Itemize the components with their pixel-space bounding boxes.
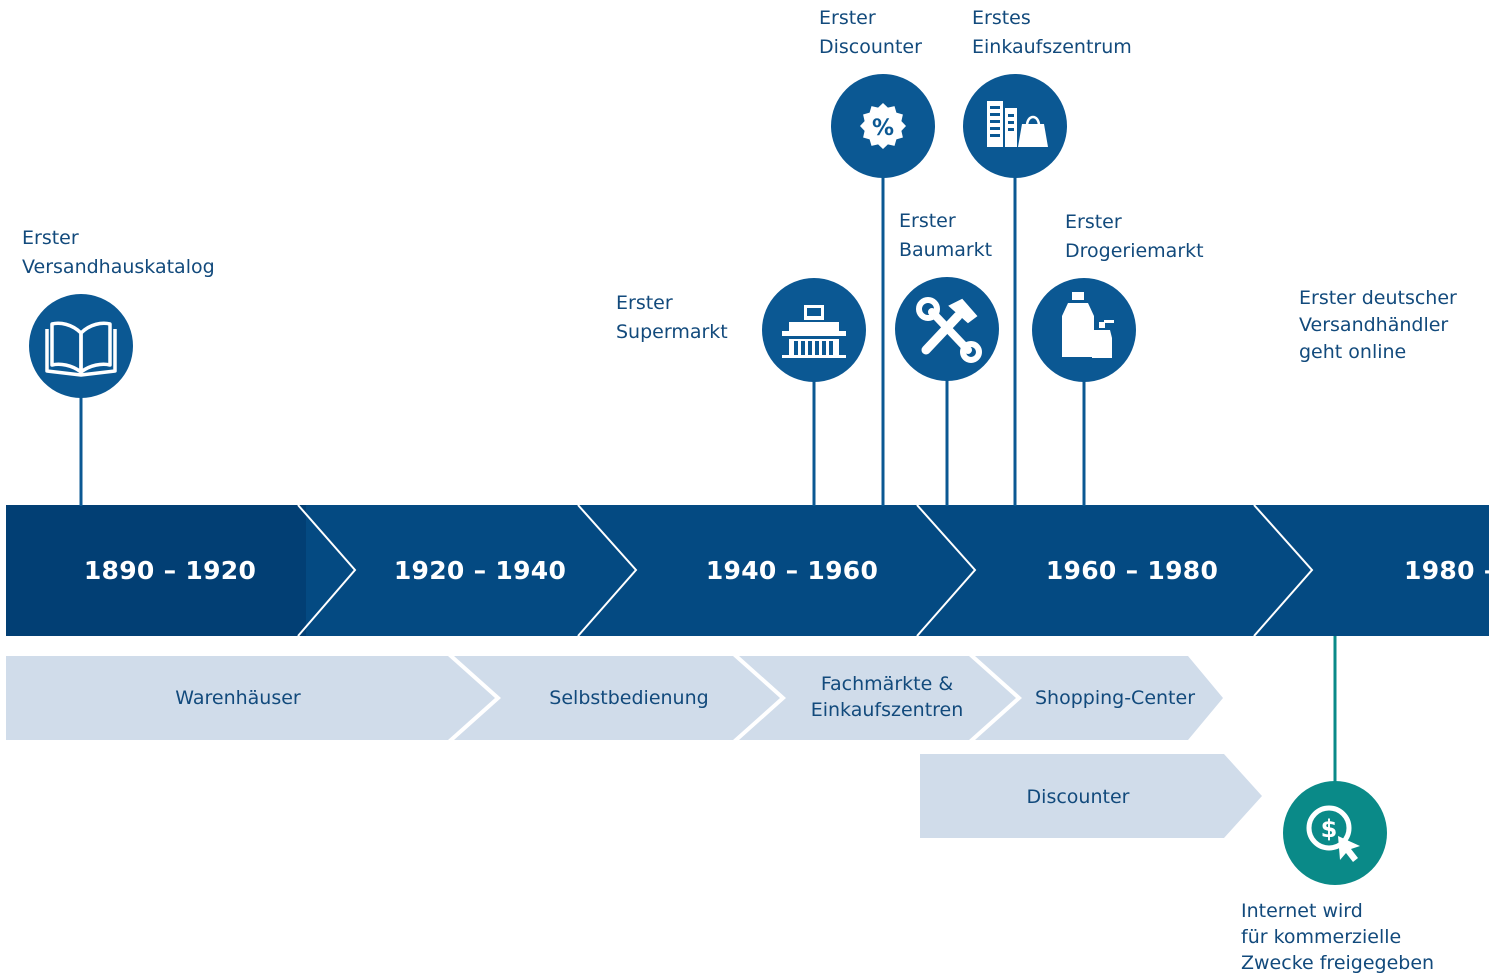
detergent-bottles-icon xyxy=(1062,292,1114,358)
book-icon xyxy=(45,321,117,377)
percent-badge-icon: % xyxy=(860,103,906,149)
phase-label: Fachmärkte &Einkaufszentren xyxy=(810,673,964,721)
era-label: 1920 – 1940 xyxy=(393,556,567,585)
phase-arrow-warenhaeuser xyxy=(6,656,495,740)
era-label: 1980 – xyxy=(1404,556,1489,585)
phase-label: Shopping-Center xyxy=(1034,687,1196,709)
wrench-hammer-icon xyxy=(916,297,982,363)
chevron-divider xyxy=(916,504,977,637)
era-label: 1960 – 1980 xyxy=(1045,556,1219,585)
chevron-divider xyxy=(1253,504,1314,637)
phase-label: Selbstbedienung xyxy=(549,687,709,709)
svg-text:$: $ xyxy=(1321,815,1338,843)
phase-arrow-discounter xyxy=(920,754,1262,838)
chevron-divider xyxy=(577,504,638,637)
svg-text:%: % xyxy=(872,116,894,141)
phase-arrow-selbstbedienung xyxy=(454,656,780,740)
chevron-divider xyxy=(297,504,357,637)
era-label: 1940 – 1960 xyxy=(705,556,879,585)
era-band-first xyxy=(6,505,306,636)
phase-arrow-shopping-center xyxy=(975,656,1223,740)
phase-arrow-fachmaerkte xyxy=(739,656,1016,740)
phase-label: Warenhäuser xyxy=(175,687,301,709)
milestone-circle-internet xyxy=(1283,781,1387,885)
dollar-click-icon: $ xyxy=(1306,805,1360,862)
phase-label: Discounter xyxy=(1026,786,1130,808)
era-label: 1890 – 1920 xyxy=(83,556,257,585)
